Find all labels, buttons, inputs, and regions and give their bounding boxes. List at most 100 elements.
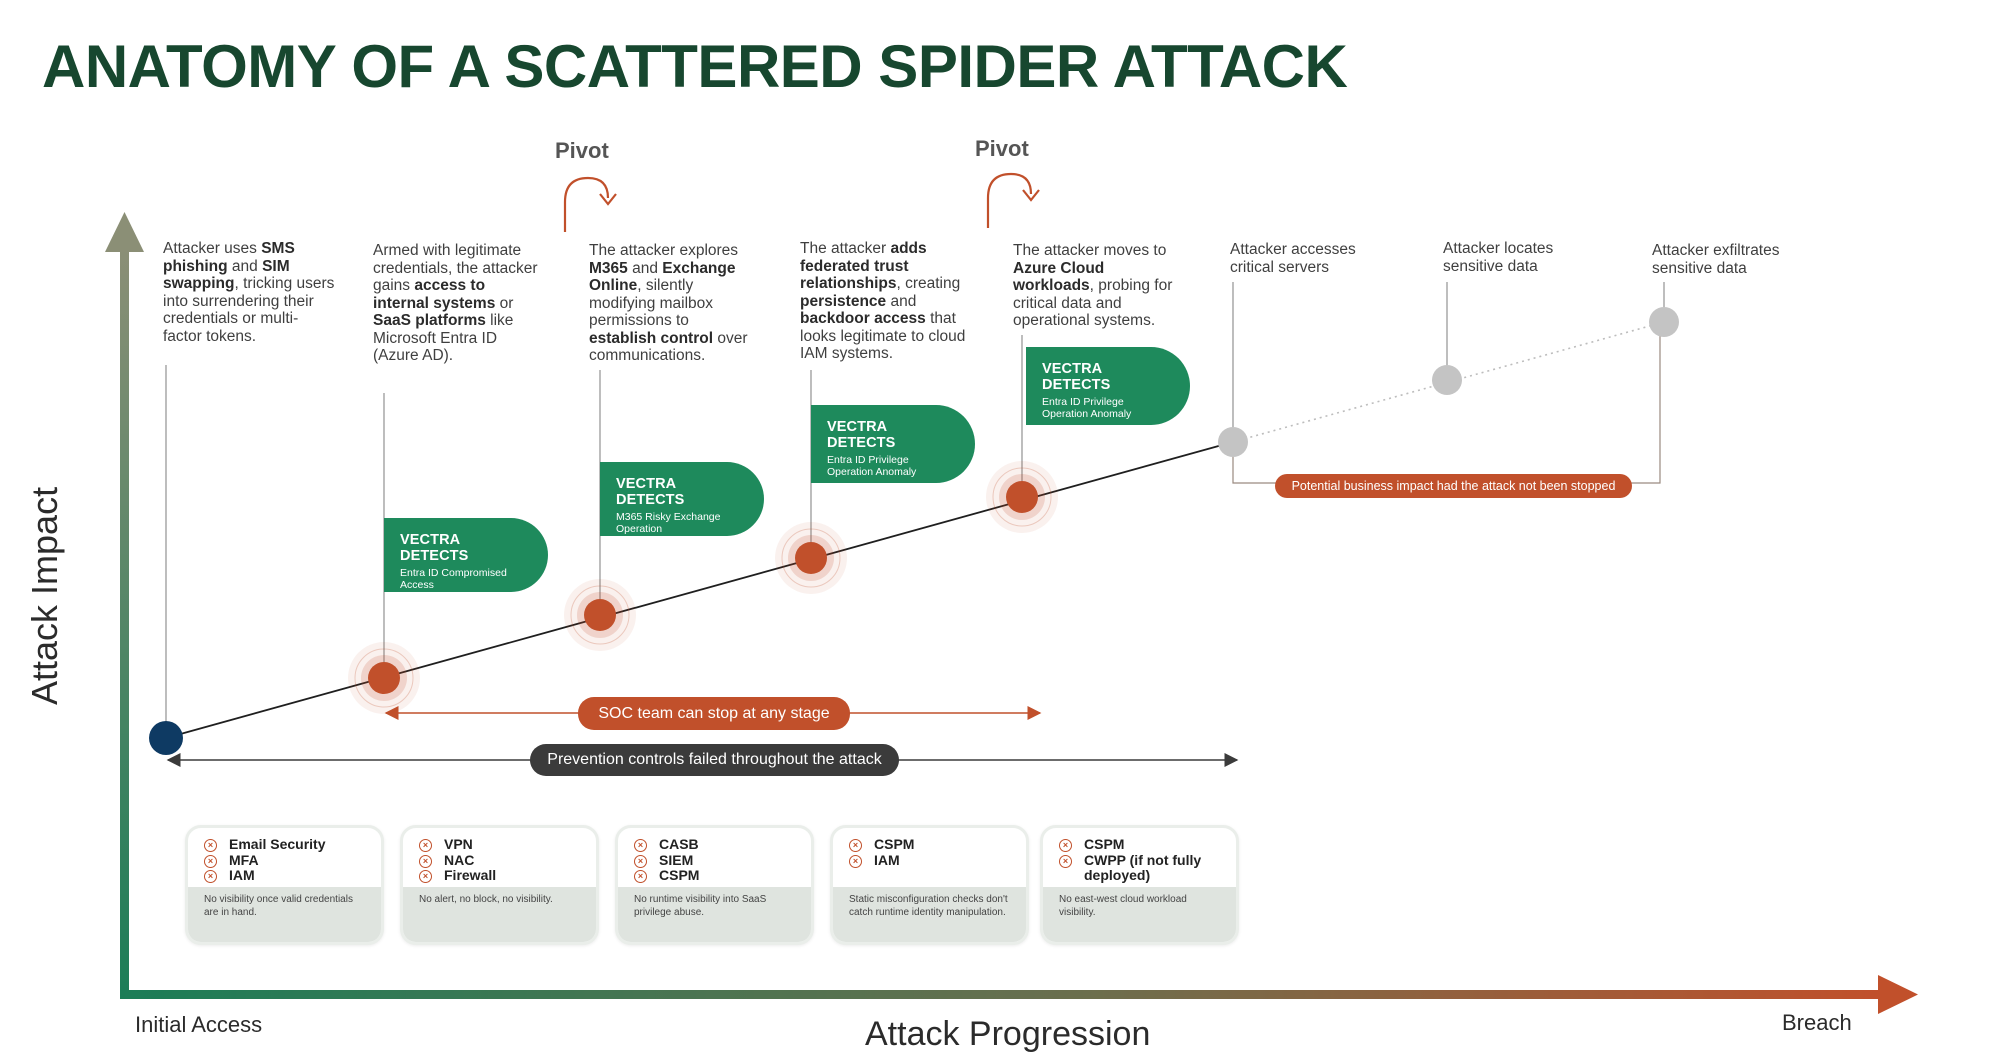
control-card-4: ×CSPM ×IAM Static misconfiguration check… <box>830 825 1029 945</box>
node-exfiltration <box>1649 307 1679 337</box>
detect-detail: Entra ID Privilege Operation Anomaly <box>1042 396 1132 420</box>
x-circle-icon: × <box>849 854 862 868</box>
vectra-detect-tag-4: VECTRA DETECTS Entra ID Privilege Operat… <box>1026 347 1190 425</box>
node-stage-5 <box>986 461 1058 533</box>
pivot-label-1: Pivot <box>555 138 609 163</box>
node-initial-access <box>149 721 183 755</box>
stage-text-segment: Exchange Online <box>589 259 736 295</box>
control-item: ×CASB <box>634 836 811 853</box>
control-item: ×CSPM <box>849 836 1026 853</box>
pivot-arrow-2 <box>986 172 1033 228</box>
detect-detail: Entra ID Compromised Access <box>400 567 507 591</box>
x-axis-end-label: Breach <box>1782 1010 1852 1035</box>
stage-text-segment: , creating <box>896 275 961 292</box>
control-item: ×MFA <box>204 852 381 869</box>
control-note: No runtime visibility into SaaS privileg… <box>618 887 811 942</box>
control-card-3: ×CASB ×SIEM ×CSPM No runtime visibility … <box>615 825 814 945</box>
stage-text-segment: adds federated trust relationships <box>800 240 927 292</box>
x-circle-icon: × <box>634 839 647 852</box>
x-axis <box>120 990 1880 999</box>
stage-text-segment: Attacker exfiltrates sensitive data <box>1652 242 1780 277</box>
vectra-detect-tag-1: VECTRA DETECTS Entra ID Compromised Acce… <box>384 518 548 592</box>
x-circle-icon: × <box>634 870 647 883</box>
x-axis-arrowhead <box>1878 975 1918 1014</box>
control-item: ×SIEM <box>634 852 811 869</box>
detect-title: VECTRA DETECTS <box>616 476 685 508</box>
node-critical-servers <box>1218 427 1248 457</box>
x-circle-icon: × <box>1059 854 1072 868</box>
control-card-1: ×Email Security ×MFA ×IAM No visibility … <box>185 825 384 945</box>
stage-text-segment: Armed with legitimate credentials, the a… <box>373 242 538 294</box>
control-item: ×Firewall <box>419 867 596 884</box>
x-circle-icon: × <box>204 854 217 868</box>
stage-text-segment: access to internal systems <box>373 277 496 312</box>
x-axis-start-label: Initial Access <box>135 1012 263 1037</box>
control-item: ×CSPM <box>1059 836 1236 853</box>
node-stage-4 <box>775 522 847 594</box>
x-circle-icon: × <box>419 839 432 852</box>
progression-line <box>165 441 1234 739</box>
x-circle-icon: × <box>204 839 217 852</box>
control-card-2: ×VPN ×NAC ×Firewall No alert, no block, … <box>400 825 599 945</box>
detect-detail: M365 Risky Exchange Operation <box>616 511 721 535</box>
pivot-arrowhead-1 <box>599 193 617 206</box>
soc-pill: SOC team can stop at any stage <box>578 697 850 730</box>
control-item: ×IAM <box>849 852 1026 869</box>
stage-desc-6: Attacker accesses critical servers <box>1230 241 1390 276</box>
node-sensitive-data <box>1432 365 1462 395</box>
x-circle-icon: × <box>1059 839 1072 852</box>
x-axis-label: Attack Progression <box>865 1015 1151 1053</box>
stage-desc-1: Attacker uses SMS phishing and SIM swapp… <box>163 240 335 345</box>
pivot-arrow-1 <box>563 176 610 232</box>
y-axis <box>120 250 129 998</box>
control-item: ×IAM <box>204 867 381 884</box>
control-note: No east-west cloud workload visibility. <box>1043 887 1236 942</box>
y-axis-label: Attack Impact <box>24 486 65 705</box>
x-circle-icon: × <box>634 854 647 868</box>
control-note: No alert, no block, no visibility. <box>403 887 596 942</box>
stage-text-segment: , silently modifying mailbox permissions… <box>589 277 714 329</box>
control-card-5: ×CSPM ×CWPP (if not fully deployed) No e… <box>1040 825 1239 945</box>
control-list: ×Email Security ×MFA ×IAM <box>188 828 381 884</box>
stage-text-segment: Azure Cloud workloads <box>1013 259 1105 295</box>
stage-text-segment: Attacker accesses critical servers <box>1230 241 1356 276</box>
potential-impact-pill: Potential business impact had the attack… <box>1275 474 1632 498</box>
stage-text-segment: SMS phishing <box>163 240 295 275</box>
y-axis-arrowhead <box>105 212 144 252</box>
control-item: ×VPN <box>419 836 596 853</box>
stage-text-segment: , tricking users into surrendering their… <box>163 275 335 345</box>
stage-text-segment: over communications. <box>589 329 748 365</box>
control-item: ×CWPP (if not fully deployed) <box>1059 852 1236 884</box>
stage-text-segment: The attacker moves to <box>1013 242 1167 259</box>
stage-text-segment: or <box>495 294 514 312</box>
stage-text-segment: and <box>886 292 917 310</box>
stage-desc-7: Attacker locates sensitive data <box>1443 240 1603 275</box>
stage-text-segment: backdoor access <box>800 310 926 327</box>
detect-title: VECTRA DETECTS <box>827 419 896 451</box>
stage-text-segment: that looks legitimate to cloud IAM syste… <box>800 310 966 362</box>
detect-title: VECTRA DETECTS <box>1042 361 1111 393</box>
stage-text-segment: , probing for critical data and operatio… <box>1013 277 1173 329</box>
stage-text-segment: M365 <box>589 259 628 277</box>
stage-desc-5: The attacker moves to Azure Cloud worklo… <box>1013 242 1183 330</box>
vectra-detect-tag-2: VECTRA DETECTS M365 Risky Exchange Opera… <box>600 462 764 536</box>
x-circle-icon: × <box>849 839 862 852</box>
prevention-pill: Prevention controls failed throughout th… <box>530 744 899 776</box>
stage-desc-2: Armed with legitimate credentials, the a… <box>373 242 545 365</box>
control-list: ×CSPM ×IAM <box>833 828 1026 868</box>
stage-desc-8: Attacker exfiltrates sensitive data <box>1652 242 1812 277</box>
x-circle-icon: × <box>419 870 432 883</box>
node-stage-3 <box>564 579 636 651</box>
stage-text-segment: persistence <box>800 292 887 310</box>
detect-detail: Entra ID Privilege Operation Anomaly <box>827 454 917 478</box>
stage-text-segment: like Microsoft Entra ID (Azure AD). <box>373 312 514 364</box>
control-note: No visibility once valid credentials are… <box>188 887 381 942</box>
stage-text-segment: establish control <box>589 329 714 347</box>
stage-text-segment: SIM swapping <box>163 257 290 293</box>
stage-text-segment: The attacker <box>800 240 891 257</box>
stage-text-segment: Attacker uses <box>163 240 262 257</box>
control-item: ×Email Security <box>204 836 381 853</box>
vectra-detect-tag-3: VECTRA DETECTS Entra ID Privilege Operat… <box>811 405 975 483</box>
